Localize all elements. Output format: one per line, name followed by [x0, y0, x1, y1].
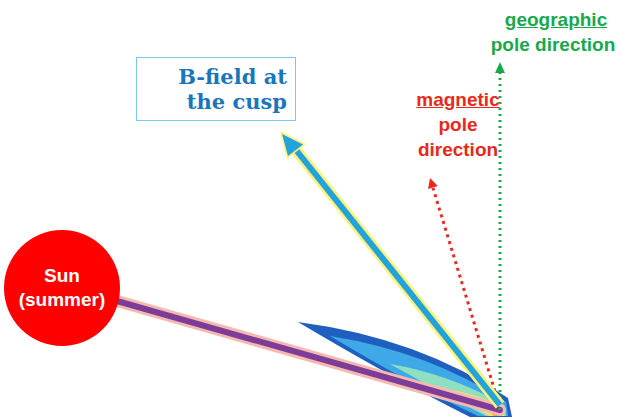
sun-line-glow [110, 299, 500, 410]
pole-direction-label: pole direction [468, 33, 638, 58]
arrowhead-outline [280, 131, 306, 159]
magnetic-label: magnetic [398, 88, 518, 113]
b-field-arrow [296, 150, 500, 405]
pole-direction-label: pole direction [413, 113, 503, 162]
sun-circle: Sun (summer) [4, 230, 120, 346]
arrowhead [495, 62, 505, 73]
sun-line [110, 299, 500, 410]
geographic-arrow [499, 72, 502, 410]
node-text: B-field at the cusp [145, 64, 287, 114]
arrowhead [282, 134, 303, 156]
b-field-arrow-outline [296, 150, 500, 405]
b-field-box: B-field at the cusp [136, 57, 296, 121]
geographic-label: geographic [476, 8, 636, 33]
arrowhead [428, 178, 438, 189]
node-text: Sun (summer) [14, 264, 110, 312]
